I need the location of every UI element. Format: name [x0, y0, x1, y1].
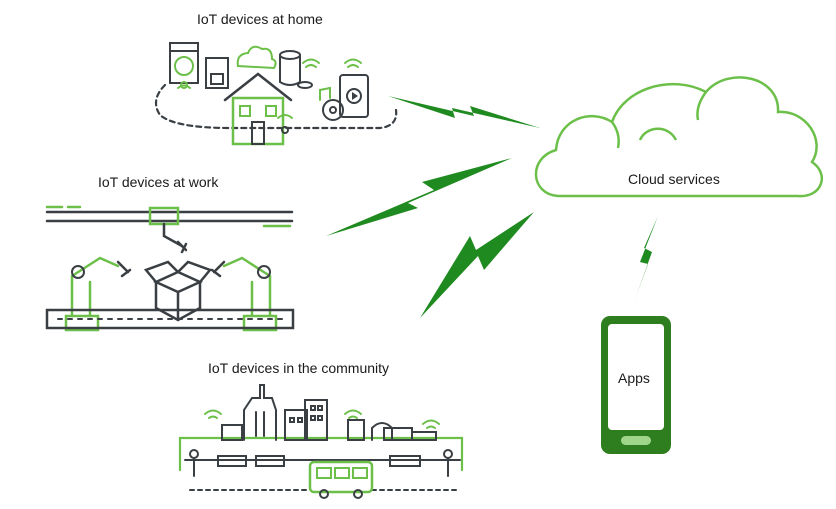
storage-canister-icon: [279, 50, 313, 89]
overhead-gripper-icon: [148, 206, 188, 254]
cloud-inner-curves: [610, 91, 708, 149]
apps-phone-icon: [601, 316, 671, 454]
bolt-cloud-to-apps: [634, 216, 658, 302]
cloud-label: Cloud services: [628, 171, 720, 187]
home-devices-illustration: [154, 42, 398, 146]
coffee-maker-icon: [205, 57, 229, 89]
media-player-icon: [339, 74, 369, 118]
wifi-icon: [177, 58, 362, 119]
package-box-icon: [143, 260, 213, 322]
conveyor-belt: [45, 308, 295, 330]
music-note-icon: [319, 86, 331, 101]
house-icon: [223, 72, 293, 146]
washing-machine-icon: [169, 42, 199, 84]
apps-label: Apps: [618, 370, 650, 386]
bolt-home-to-cloud: [388, 96, 540, 128]
community-circuit-frame: [178, 436, 464, 472]
community-wifi-icon: [204, 409, 440, 429]
small-cloud-icon: [236, 45, 277, 70]
wireless-bolts: [326, 96, 658, 318]
bolt-community-to-cloud: [420, 212, 534, 318]
city-buildings-icon: [221, 384, 437, 441]
community-devices-illustration: [178, 384, 464, 499]
overhead-rail: [45, 205, 294, 228]
home-dashed-path: [154, 83, 398, 130]
home-label: IoT devices at home: [197, 11, 323, 27]
street-lamp-icon: [189, 449, 453, 477]
bus-icon: [308, 460, 374, 499]
bolt-work-to-cloud: [326, 158, 512, 236]
work-devices-illustration: [45, 205, 295, 332]
community-label: IoT devices in the community: [208, 360, 390, 376]
work-label: IoT devices at work: [98, 174, 219, 190]
speaker-disc-icon: [322, 99, 344, 121]
